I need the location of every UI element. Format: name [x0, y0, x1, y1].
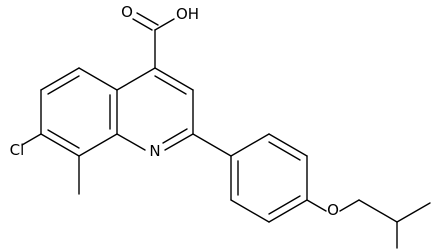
ring-nitrogen-label: N: [149, 142, 160, 160]
atom-label-group: OH O N Cl O: [10, 3, 339, 219]
bond-o-ch2: [339, 199, 360, 212]
bond-c4-c3: [154, 67, 194, 91]
bond-group: [21, 12, 431, 249]
bond-c8-c8a: [78, 133, 118, 157]
ether-o-label: O: [327, 201, 339, 219]
bond-c4-c3-inner: [154, 75, 187, 95]
bond-ph5-ph6: [268, 133, 308, 157]
bond-c4-c4a: [116, 67, 156, 91]
carbonyl-o-label: O: [121, 3, 133, 21]
bond-c7-c8: [40, 133, 80, 157]
chlorine-label: Cl: [10, 141, 25, 159]
bond-ch-me-b: [396, 202, 431, 223]
bond-c2-n1: [164, 133, 194, 151]
bond-cooh-c-oh: [154, 18, 175, 31]
bond-c7-cl: [21, 133, 42, 146]
bond-cooh-c-o-double-a: [132, 18, 153, 31]
bond-ch2-ch: [358, 199, 398, 223]
carboxyl-oh-label: OH: [176, 5, 199, 23]
bond-c5-c6-inner: [47, 75, 80, 95]
bond-c2-n1-inner: [162, 128, 188, 144]
bond-ph3-ph4: [268, 199, 308, 223]
bond-c4a-c5: [78, 67, 118, 91]
bond-cooh-c-o-double-b: [136, 12, 159, 26]
bond-ph2-ph3: [230, 199, 270, 223]
bond-ph5-ph6-inner: [268, 141, 301, 161]
bond-ph3-ph4-inner: [268, 195, 301, 215]
bond-ph4-o: [306, 199, 327, 212]
bond-c2-phenyl: [192, 133, 232, 157]
bond-ph6-ph1: [230, 133, 270, 157]
bond-n1-c8a: [116, 133, 146, 151]
bond-c7-c8-inner: [47, 129, 80, 149]
bond-c5-c6: [40, 67, 80, 91]
